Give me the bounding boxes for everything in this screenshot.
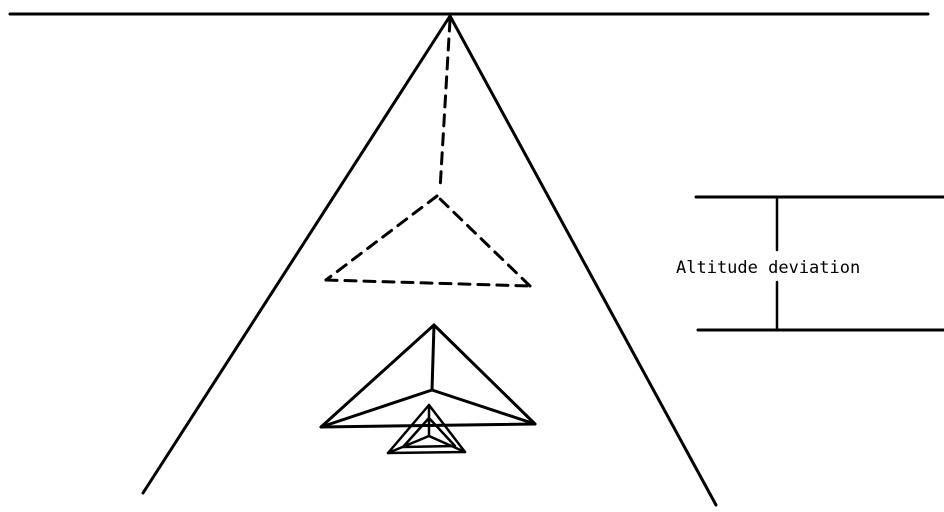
small-solid-glider <box>388 405 465 453</box>
altitude-deviation-indicator: Altitude deviation <box>676 197 944 330</box>
dashed-reference-glider <box>326 196 530 286</box>
dashed-flight-path-line <box>440 20 450 190</box>
altitude-deviation-label: Altitude deviation <box>676 258 860 278</box>
left-perspective-line <box>143 16 450 493</box>
